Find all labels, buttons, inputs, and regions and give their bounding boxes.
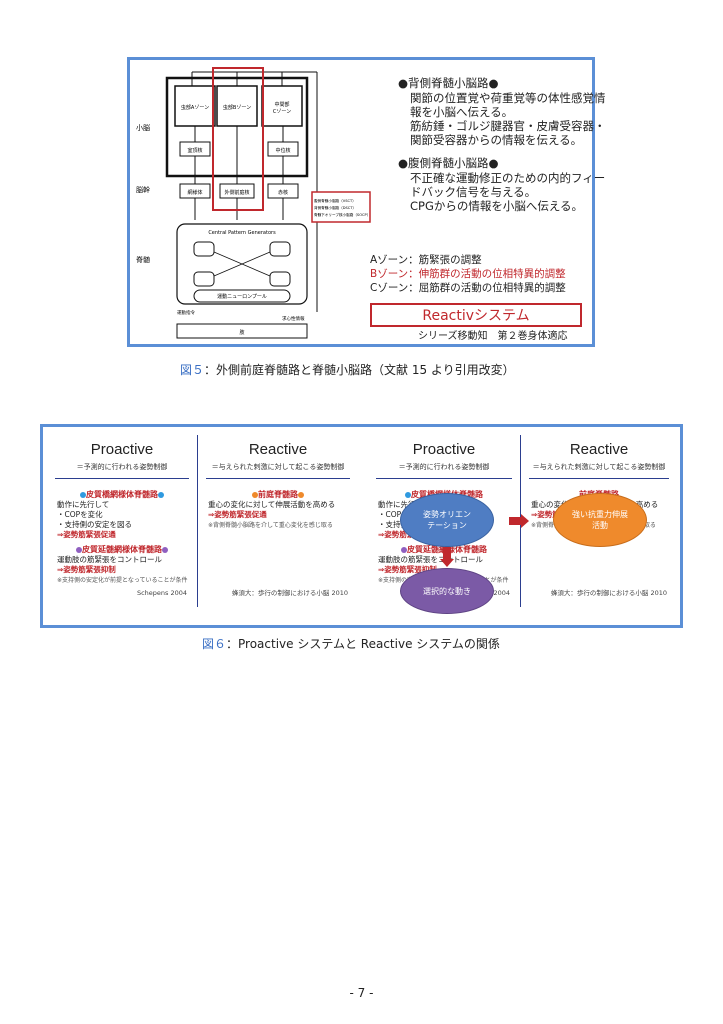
proactive-section-1-label: 皮質橋網様体脊髄路 — [86, 490, 158, 499]
reactive-subtitle-right: ＝与えられた刺激に対して起こる姿勢制御 — [532, 463, 666, 471]
red-nucleus-label: 赤核 — [278, 189, 288, 196]
reactive-subtitle: ＝与えられた刺激に対して起こる姿勢制御 — [211, 463, 345, 471]
reactive-reference: 蜂須大：歩行の制御における小脳 2010 — [231, 589, 348, 597]
proactive-title: Proactive — [90, 441, 154, 458]
figure-6-caption-text: ：Proactive システムと Reactive システムの関係 — [226, 637, 500, 651]
proactive-line-4-right: 運動肢の筋緊張をコントロール — [378, 555, 483, 564]
figure-5-number: 図５ — [180, 363, 205, 377]
reactive-red-1: ⇒姿勢筋緊張促通 — [208, 510, 267, 519]
reactive-title-right: Reactive — [569, 441, 629, 458]
arrow-right-icon — [509, 514, 529, 528]
proactive-line-3: ・支持側の安定を図る — [57, 520, 132, 529]
proactive-title-right: Proactive — [412, 441, 476, 458]
reactive-note: ※背側脊髄小脳路を介して重心変化を感じ取る — [208, 522, 333, 529]
tract-dsct: 背側脊髄小脳路（DSCT） — [314, 205, 356, 210]
fastigial-label: 室頂核 — [187, 147, 202, 154]
proactive-section-2-label: 皮質延髄網様体脊髄路 — [82, 545, 162, 554]
row-label-cerebellum: 小脳 — [136, 123, 150, 132]
proactive-section-1: 皮質橋網様体脊髄路 — [47, 489, 197, 500]
vscu-line-2: ドバック信号を与える。 — [410, 185, 537, 199]
proactive-subtitle: ＝予測的に行われる姿勢制御 — [76, 463, 168, 471]
proactive-red-2: ⇒姿勢筋緊張抑制 — [57, 565, 116, 574]
dscu-line-4: 関節受容器からの情報を伝える。 — [410, 133, 583, 147]
dscu-line-2: 報を小脳へ伝える。 — [410, 105, 514, 119]
limb-label: 肢 — [239, 329, 244, 336]
figure-6-caption: 図６：Proactive システムと Reactive システムの関係 — [202, 635, 500, 652]
zone-c-label-line1: 中間部 — [274, 101, 289, 108]
selective-movement-oval: 選択的な動き — [400, 568, 494, 614]
proactive-panel-left: Proactive ＝予測的に行われる姿勢制御 皮質橋網様体脊髄路 動作に先行し… — [47, 435, 197, 607]
figure-6-number: 図６ — [202, 637, 227, 651]
vscu-title: ●腹側脊髄小脳路● — [398, 156, 499, 170]
zone-a-text: Aゾーン：筋緊張の調整 — [370, 254, 482, 266]
tract-vsct: 腹側脊髄小脳路（VSCT） — [314, 198, 356, 203]
proactive-red-2-right: ⇒姿勢筋緊張抑制 — [378, 565, 437, 574]
proactive-reference: Schepens 2004 — [136, 589, 187, 597]
proactive-line-1: 動作に先行して — [57, 500, 110, 509]
figure5-source: シリーズ移動知 第２巻身体適応 — [418, 331, 568, 342]
reactive-panel-left: Reactive ＝与えられた刺激に対して起こる姿勢制御 前庭脊髄路 重心の変化… — [198, 435, 358, 607]
proactive-line-4: 運動肢の筋緊張をコントロール — [57, 555, 162, 564]
zone-b-text: Bゾーン：伸筋群の活動の位相特異的調整 — [370, 268, 566, 280]
zone-a-label: 虫部Aゾーン — [181, 104, 209, 111]
figure-6-frame: Proactive ＝予測的に行われる姿勢制御 皮質橋網様体脊髄路 動作に先行し… — [40, 424, 683, 628]
proactive-note: ※支持側の安定化が前提となっていることが条件 — [57, 577, 188, 584]
figure-5-caption-text: ：外側前庭脊髄路と脊髄小脳路（文献 15 より引用改変） — [204, 363, 515, 377]
dscu-line-1: 関節の位置覚や荷重覚等の体性感覚情 — [410, 91, 606, 105]
proactive-red-1: ⇒姿勢筋緊張促通 — [57, 530, 116, 539]
proactive-line-2: ・COPを変化 — [57, 510, 103, 519]
reactiv-system-box: Reactivシステム — [370, 303, 582, 327]
dscu-title: ●背側脊髄小脳路● — [398, 76, 499, 90]
reactive-section-1: 前庭脊髄路 — [198, 489, 358, 500]
proactive-subtitle-right: ＝予測的に行われる姿勢制御 — [398, 463, 490, 471]
reticular-label: 網様体 — [187, 189, 202, 196]
dscu-line-3: 筋紡錘・ゴルジ腱器官・皮膚受容器・ — [410, 119, 606, 133]
antigravity-oval: 強い抗重力伸展 活動 — [553, 493, 647, 547]
reactive-reference-right: 蜂須大：歩行の制御における小脳 2010 — [550, 589, 667, 597]
afferent-label: 求心性情報 — [282, 315, 305, 322]
reactive-title: Reactive — [248, 441, 308, 458]
motor-command-label: 運動指令 — [177, 309, 195, 316]
zone-c-text: Cゾーン：屈筋群の活動の位相特異的調整 — [370, 282, 566, 294]
figure-5-caption: 図５：外側前庭脊髄路と脊髄小脳路（文献 15 より引用改変） — [180, 361, 515, 378]
vscu-line-1: 不正確な運動修正のための内的フィー — [410, 171, 606, 185]
proactive-section-2: 皮質延髄網様体脊髄路 — [47, 544, 197, 555]
proactive-line-1-right: 動作に先行して — [378, 500, 431, 509]
row-label-brainstem: 脳幹 — [136, 185, 150, 194]
motor-pool-label: 運動ニューロンプール — [217, 293, 267, 300]
cpg-label: Central Pattern Generators — [208, 230, 276, 236]
orientation-oval: 姿勢オリエン テーション — [400, 493, 494, 547]
page-number: - 7 - — [349, 986, 374, 1000]
vestibular-label: 外側前庭核 — [224, 189, 249, 196]
tract-socp: 脊髄下オリーブ核小脳路（SOCP） — [314, 212, 370, 217]
reactive-section-1-label: 前庭脊髄路 — [258, 490, 298, 499]
zone-b-label: 虫部Bゾーン — [223, 104, 251, 111]
interposed-label: 中位核 — [275, 147, 290, 154]
reactive-line-1: 重心の変化に対して伸展活動を高める — [208, 500, 336, 509]
arrow-down-icon — [440, 547, 454, 567]
row-label-spinal: 脊髄 — [136, 255, 150, 264]
vscu-line-3: CPGからの情報を小脳へ伝える。 — [410, 199, 584, 213]
